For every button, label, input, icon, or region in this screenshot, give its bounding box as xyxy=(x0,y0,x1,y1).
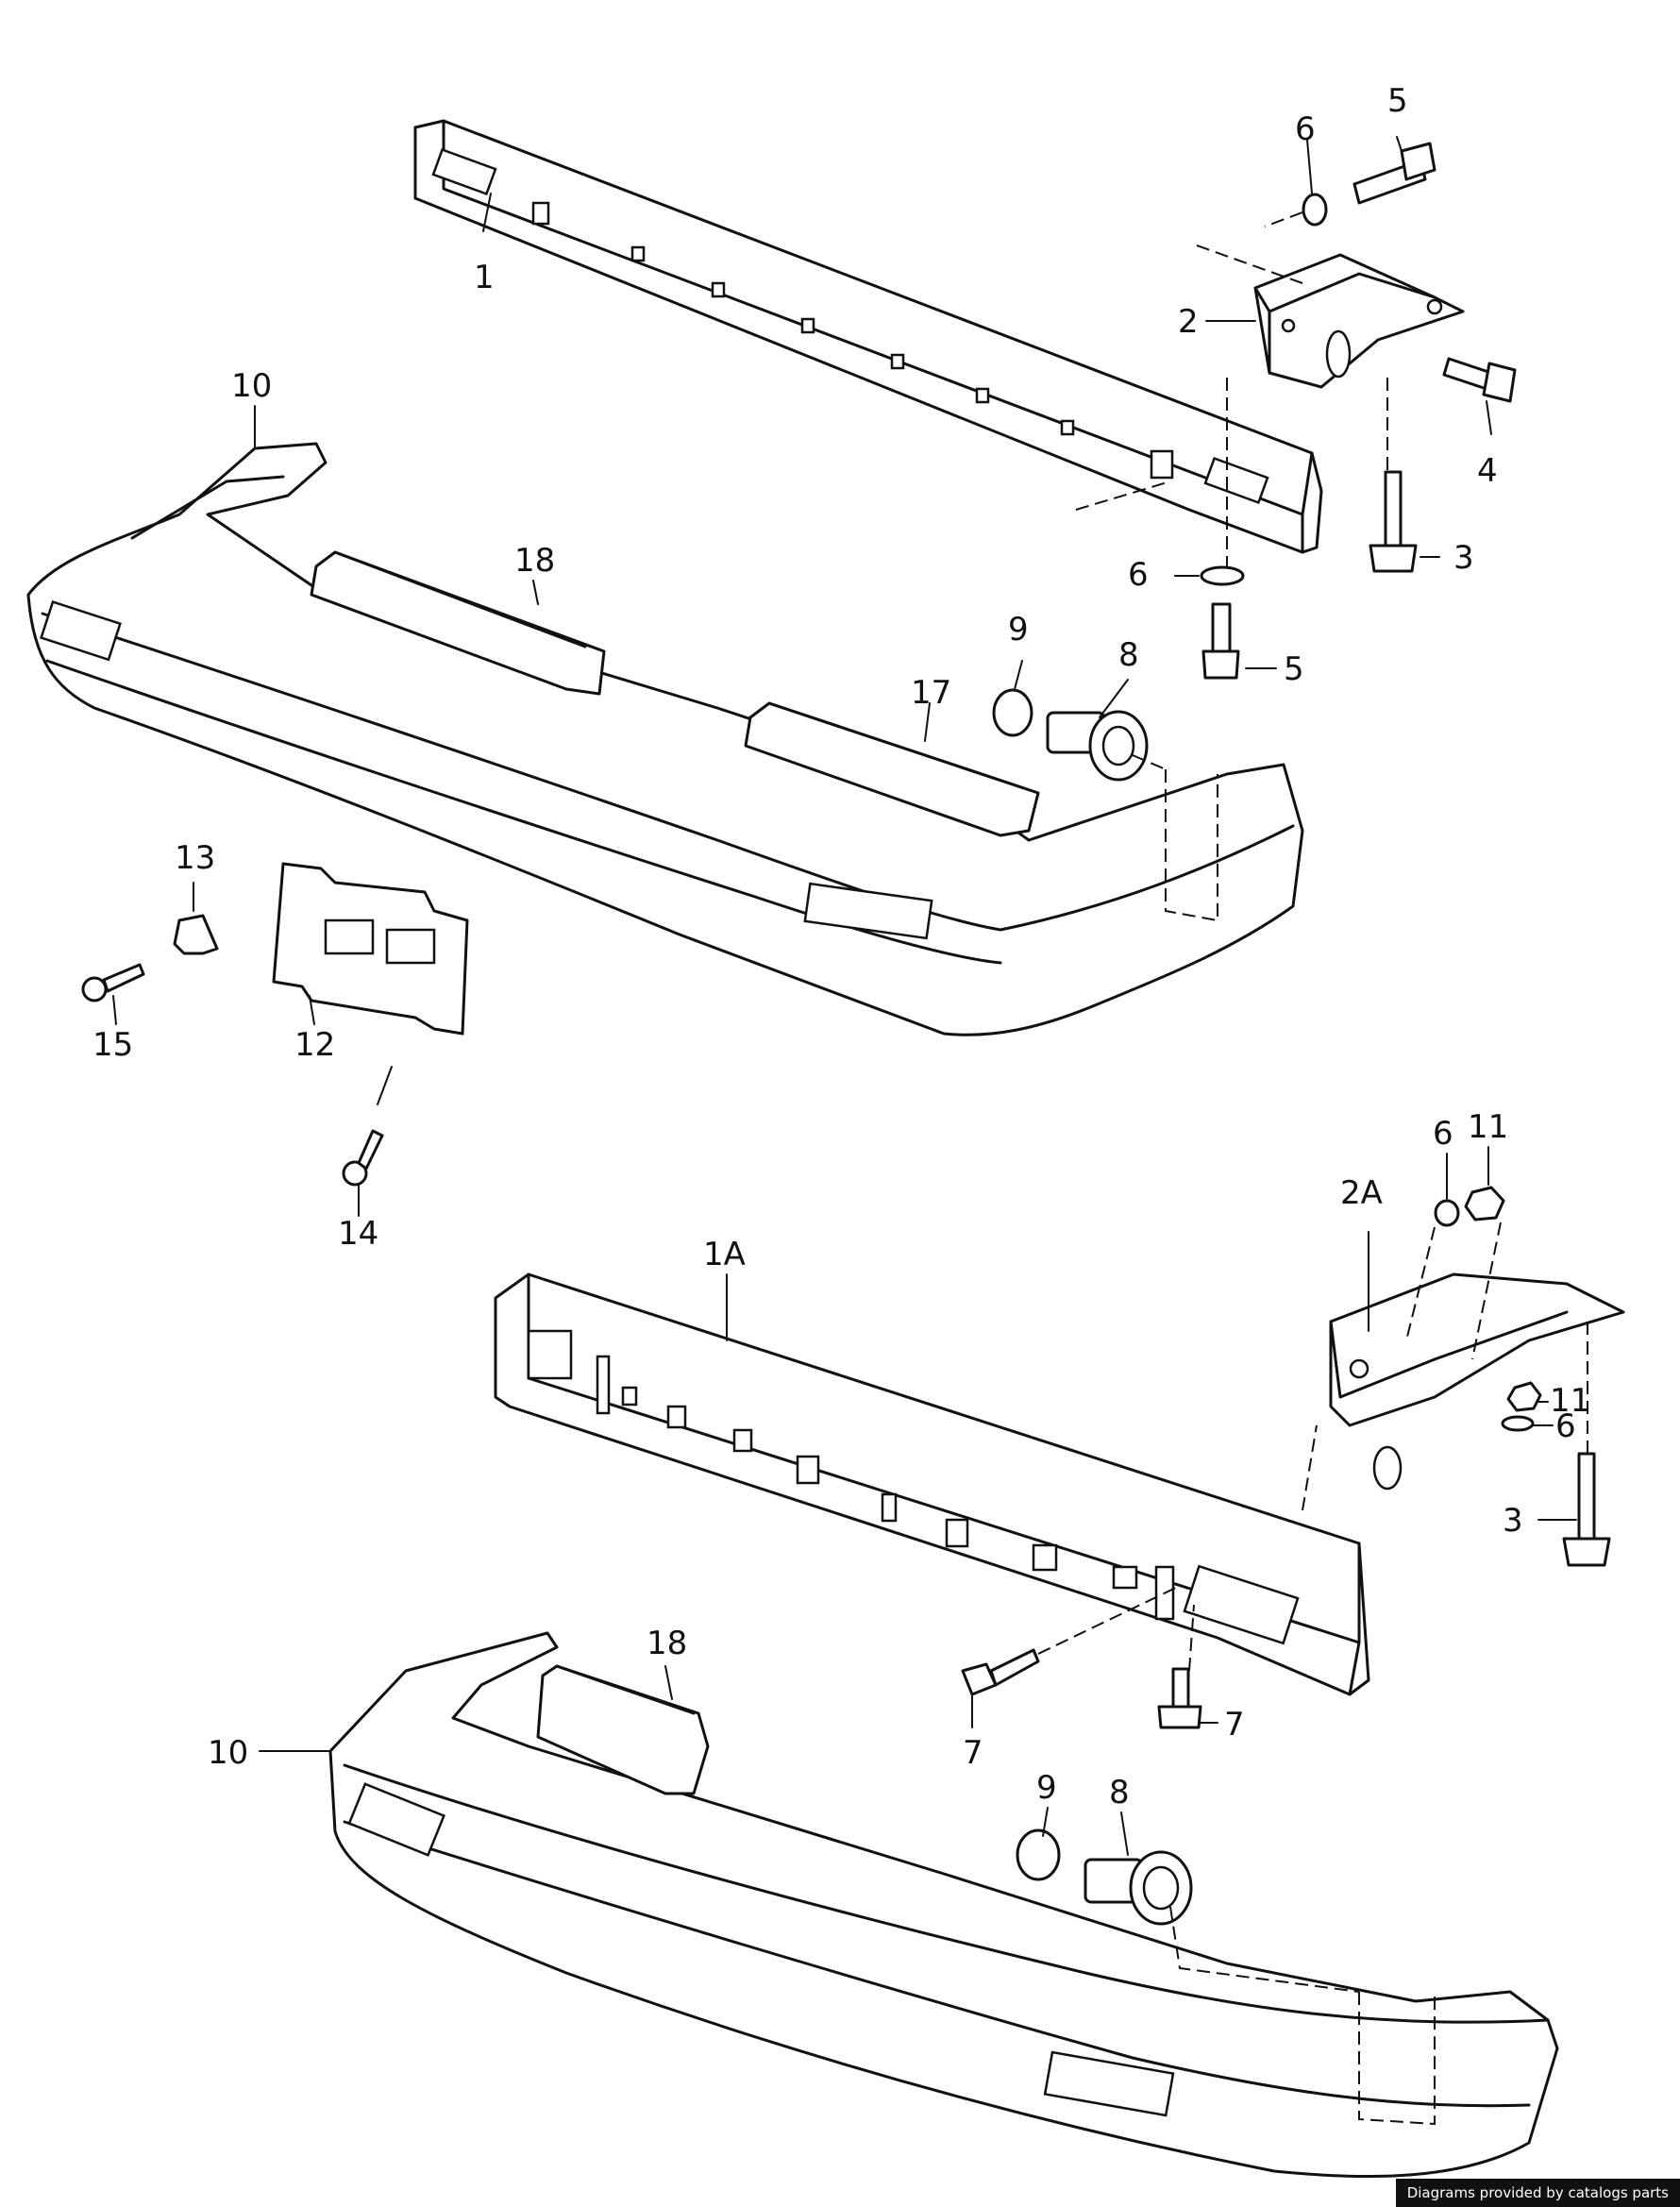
grommet-9-upper xyxy=(992,688,1033,737)
label-8-lower: 8 xyxy=(1109,1774,1130,1811)
label-3: 3 xyxy=(1453,539,1474,577)
reinforcement-bar-1A xyxy=(494,1272,1370,1696)
license-plate-bracket-12 xyxy=(272,862,469,1036)
label-12: 12 xyxy=(294,1026,335,1064)
screw-7-right xyxy=(1157,1667,1202,1729)
label-13: 13 xyxy=(175,839,215,877)
washer-6-mid xyxy=(1200,565,1245,586)
label-6-lower-top: 6 xyxy=(1433,1115,1453,1153)
label-15: 15 xyxy=(92,1026,133,1064)
washer-6-lower xyxy=(1501,1415,1535,1432)
washer-6-top xyxy=(1302,193,1328,227)
support-18-lower xyxy=(536,1664,710,1795)
label-7-left: 7 xyxy=(963,1734,983,1772)
leader-lines xyxy=(112,136,1588,1856)
label-18-upper: 18 xyxy=(514,542,555,580)
label-1: 1 xyxy=(474,259,495,296)
label-6-mid: 6 xyxy=(1128,556,1149,594)
credit-badge: Diagrams provided by catalogs parts xyxy=(1395,2179,1680,2207)
label-18-lower: 18 xyxy=(647,1625,687,1662)
bolt-5-top xyxy=(1352,142,1436,205)
bumper-cover-10-upper xyxy=(26,442,1304,1036)
nut-11-top xyxy=(1464,1186,1505,1221)
label-4: 4 xyxy=(1477,452,1498,490)
label-17: 17 xyxy=(911,674,951,712)
bolt-5-bottom xyxy=(1201,602,1240,680)
bolt-4 xyxy=(1442,357,1517,403)
label-9-upper: 9 xyxy=(1008,611,1029,649)
bumper-cover-10-lower xyxy=(328,1631,1559,2179)
label-9-lower: 9 xyxy=(1036,1769,1057,1807)
screw-15 xyxy=(81,963,145,1002)
reinforcement-bar-1 xyxy=(413,119,1323,554)
screw-14 xyxy=(342,1129,384,1187)
plug-8-lower xyxy=(1084,1850,1193,1926)
bolt-3-top xyxy=(1369,470,1418,573)
label-2A: 2A xyxy=(1340,1174,1383,1212)
label-5-bottom: 5 xyxy=(1284,650,1304,688)
screw-7-left xyxy=(961,1648,1040,1696)
clip-13 xyxy=(173,914,219,955)
label-2: 2 xyxy=(1178,303,1199,341)
washer-6-lower-top xyxy=(1434,1199,1460,1227)
mounting-bracket-2A xyxy=(1329,1272,1625,1491)
label-14: 14 xyxy=(338,1215,378,1253)
plug-8-upper xyxy=(1046,710,1149,782)
support-17 xyxy=(744,701,1040,837)
label-6-lower: 6 xyxy=(1555,1407,1576,1445)
label-10-upper: 10 xyxy=(231,367,272,405)
part-labels: 1 2 3 4 5 6 6 5 8 9 10 17 18 13 12 15 14… xyxy=(92,82,1590,1811)
label-1A: 1A xyxy=(703,1236,746,1273)
support-18-upper xyxy=(310,550,606,696)
label-5-top: 5 xyxy=(1387,82,1408,120)
label-11-top: 11 xyxy=(1468,1108,1508,1146)
label-6-top: 6 xyxy=(1295,110,1316,148)
nut-11-lower xyxy=(1506,1381,1542,1412)
grommet-9-lower xyxy=(1016,1828,1061,1881)
label-8-upper: 8 xyxy=(1118,636,1139,674)
label-10-lower: 10 xyxy=(208,1734,248,1772)
label-7-right: 7 xyxy=(1224,1706,1245,1744)
bolt-3-lower xyxy=(1562,1452,1611,1567)
label-3-lower: 3 xyxy=(1503,1502,1523,1540)
label-11-lower: 11 xyxy=(1550,1382,1590,1420)
leader-14-dash xyxy=(377,1066,393,1105)
mounting-bracket-2 xyxy=(1253,253,1465,389)
